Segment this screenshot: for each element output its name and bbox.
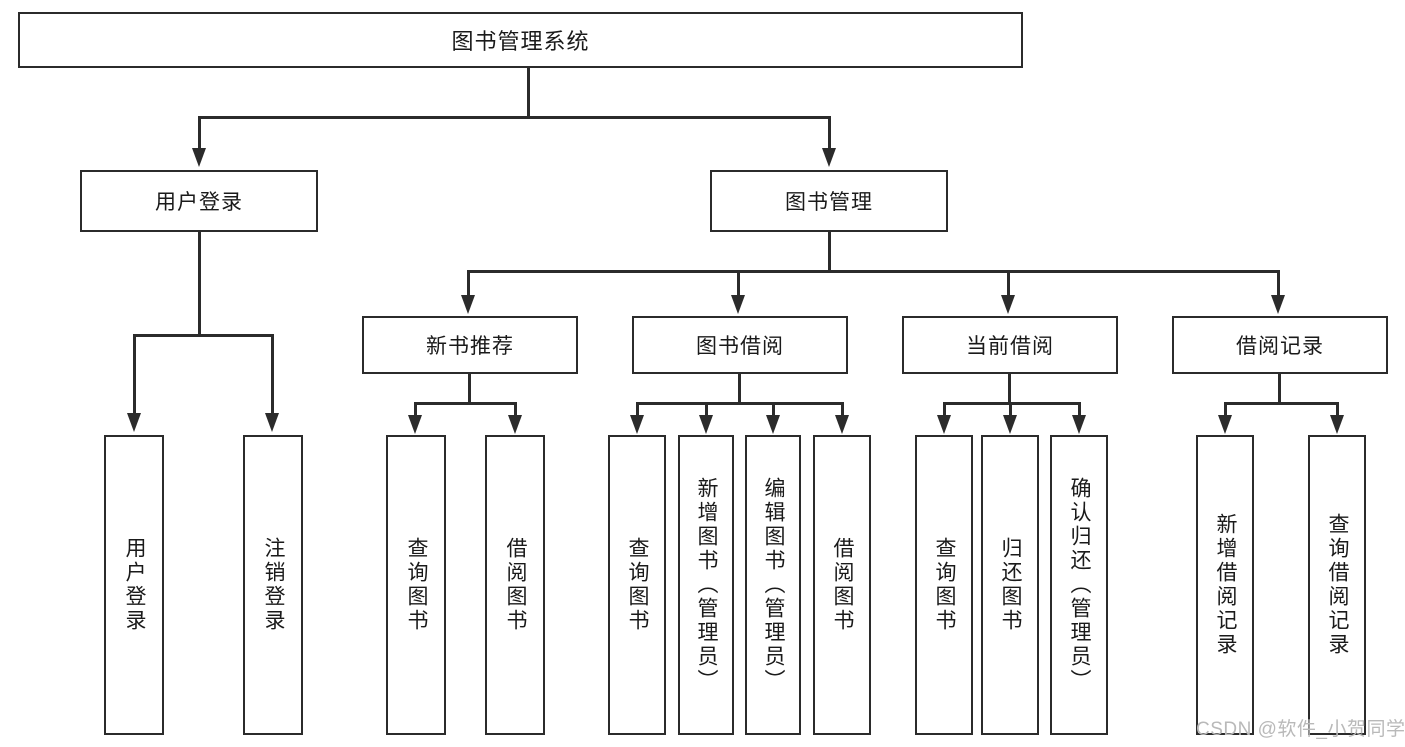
node-book-borrow[interactable]: 图书借阅 — [632, 316, 848, 374]
node-new-book-recommend[interactable]: 新书推荐 — [362, 316, 578, 374]
node-borrow-record[interactable]: 借阅记录 — [1172, 316, 1388, 374]
node-book-management[interactable]: 图书管理 — [710, 170, 948, 232]
node-label: 借阅记录 — [1236, 335, 1324, 358]
node-user-login[interactable]: 用户登录 — [80, 170, 318, 232]
node-leaf-return-book[interactable]: 归还图书 — [981, 435, 1039, 735]
arrowhead-borrow-record — [1271, 295, 1285, 314]
arrowhead-leaf-query-book-2 — [630, 415, 644, 434]
edge-to-book-manage — [828, 116, 831, 149]
node-current-borrow[interactable]: 当前借阅 — [902, 316, 1118, 374]
node-label: 查询借阅记录 — [1326, 513, 1350, 657]
edge-user-login-down — [198, 232, 201, 335]
edge-level3-bus — [468, 270, 1280, 273]
node-leaf-borrow-book-new-recommend[interactable]: 借阅图书 — [485, 435, 545, 735]
edge-new-book-down — [468, 374, 471, 403]
edge-current-borrow-child-3 — [1078, 402, 1081, 416]
edge-to-current-borrow — [1007, 270, 1010, 296]
node-leaf-query-borrow-record[interactable]: 查询借阅记录 — [1308, 435, 1366, 735]
arrowhead-leaf-query-record — [1330, 415, 1344, 434]
edge-current-borrow-down — [1008, 374, 1011, 403]
arrowhead-leaf-borrow-book-1 — [508, 415, 522, 434]
node-label: 用户登录 — [155, 191, 243, 214]
node-root-book-management-system[interactable]: 图书管理系统 — [18, 12, 1023, 68]
node-leaf-query-book-new-recommend[interactable]: 查询图书 — [386, 435, 446, 735]
node-label: 查询图书 — [405, 537, 429, 633]
edge-book-borrow-bus — [637, 402, 843, 405]
csdn-watermark: CSDN @软件_小贺同学 — [1196, 719, 1405, 740]
edge-book-borrow-down — [738, 374, 741, 403]
node-label: 借阅图书 — [831, 537, 855, 633]
node-leaf-edit-book-admin[interactable]: 编辑图书（管理员） — [745, 435, 801, 735]
edge-user-login-child-2 — [271, 334, 274, 414]
edge-user-login-bus — [134, 334, 273, 337]
arrowhead-leaf-add-record — [1218, 415, 1232, 434]
arrowhead-leaf-return-book — [1003, 415, 1017, 434]
arrowhead-leaf-user-login — [127, 413, 141, 432]
arrowhead-current-borrow — [1001, 295, 1015, 314]
node-label: 新增图书（管理员） — [695, 477, 719, 693]
edge-borrow-record-child-1 — [1224, 402, 1227, 416]
node-leaf-confirm-return-admin[interactable]: 确认归还（管理员） — [1050, 435, 1108, 735]
arrowhead-leaf-query-book-1 — [408, 415, 422, 434]
edge-book-borrow-child-1 — [636, 402, 639, 416]
edge-new-book-bus — [415, 402, 516, 405]
node-leaf-borrow-book[interactable]: 借阅图书 — [813, 435, 871, 735]
node-label: 借阅图书 — [504, 537, 528, 633]
edge-book-borrow-child-4 — [841, 402, 844, 416]
edge-to-book-borrow — [737, 270, 740, 296]
edge-to-borrow-record — [1277, 270, 1280, 296]
node-label: 当前借阅 — [966, 335, 1054, 358]
edge-book-manage-down — [828, 232, 831, 271]
node-label: 新书推荐 — [426, 335, 514, 358]
arrowhead-user-login — [192, 148, 206, 167]
edge-borrow-record-child-2 — [1336, 402, 1339, 416]
edge-to-user-login — [198, 116, 201, 149]
node-label: 用户登录 — [123, 537, 147, 633]
node-label: 查询图书 — [626, 537, 650, 633]
node-label: 图书管理系统 — [451, 29, 590, 54]
arrowhead-new-book-recommend — [461, 295, 475, 314]
node-label: 图书管理 — [785, 191, 873, 214]
node-leaf-user-logout[interactable]: 注销登录 — [243, 435, 303, 735]
edge-user-login-child-1 — [133, 334, 136, 414]
arrowhead-leaf-edit-book — [766, 415, 780, 434]
arrowhead-leaf-borrow-book-2 — [835, 415, 849, 434]
node-label: 注销登录 — [262, 537, 286, 633]
node-leaf-query-book-current[interactable]: 查询图书 — [915, 435, 973, 735]
node-label: 新增借阅记录 — [1214, 513, 1238, 657]
edge-level2-bus — [199, 116, 831, 119]
node-leaf-query-book-borrow[interactable]: 查询图书 — [608, 435, 666, 735]
node-leaf-user-login[interactable]: 用户登录 — [104, 435, 164, 735]
arrowhead-leaf-query-book-3 — [937, 415, 951, 434]
edge-to-new-book-recommend — [467, 270, 470, 296]
edge-current-borrow-bus — [944, 402, 1080, 405]
edge-borrow-record-down — [1278, 374, 1281, 403]
node-label: 编辑图书（管理员） — [762, 477, 786, 693]
edge-current-borrow-child-2 — [1009, 402, 1012, 416]
node-leaf-add-book-admin[interactable]: 新增图书（管理员） — [678, 435, 734, 735]
edge-new-book-child-1 — [414, 402, 417, 416]
arrowhead-leaf-user-logout — [265, 413, 279, 432]
edge-borrow-record-bus — [1225, 402, 1338, 405]
edge-new-book-child-2 — [514, 402, 517, 416]
node-leaf-add-borrow-record[interactable]: 新增借阅记录 — [1196, 435, 1254, 735]
edge-book-borrow-child-3 — [772, 402, 775, 416]
arrowhead-book-manage — [822, 148, 836, 167]
arrowhead-leaf-confirm-return — [1072, 415, 1086, 434]
node-label: 归还图书 — [999, 537, 1023, 633]
node-label: 图书借阅 — [696, 335, 784, 358]
edge-root-down — [527, 68, 530, 117]
arrowhead-leaf-add-book — [699, 415, 713, 434]
edge-book-borrow-child-2 — [705, 402, 708, 416]
node-label: 确认归还（管理员） — [1068, 477, 1092, 693]
edge-current-borrow-child-1 — [943, 402, 946, 416]
arrowhead-book-borrow — [731, 295, 745, 314]
node-label: 查询图书 — [933, 537, 957, 633]
